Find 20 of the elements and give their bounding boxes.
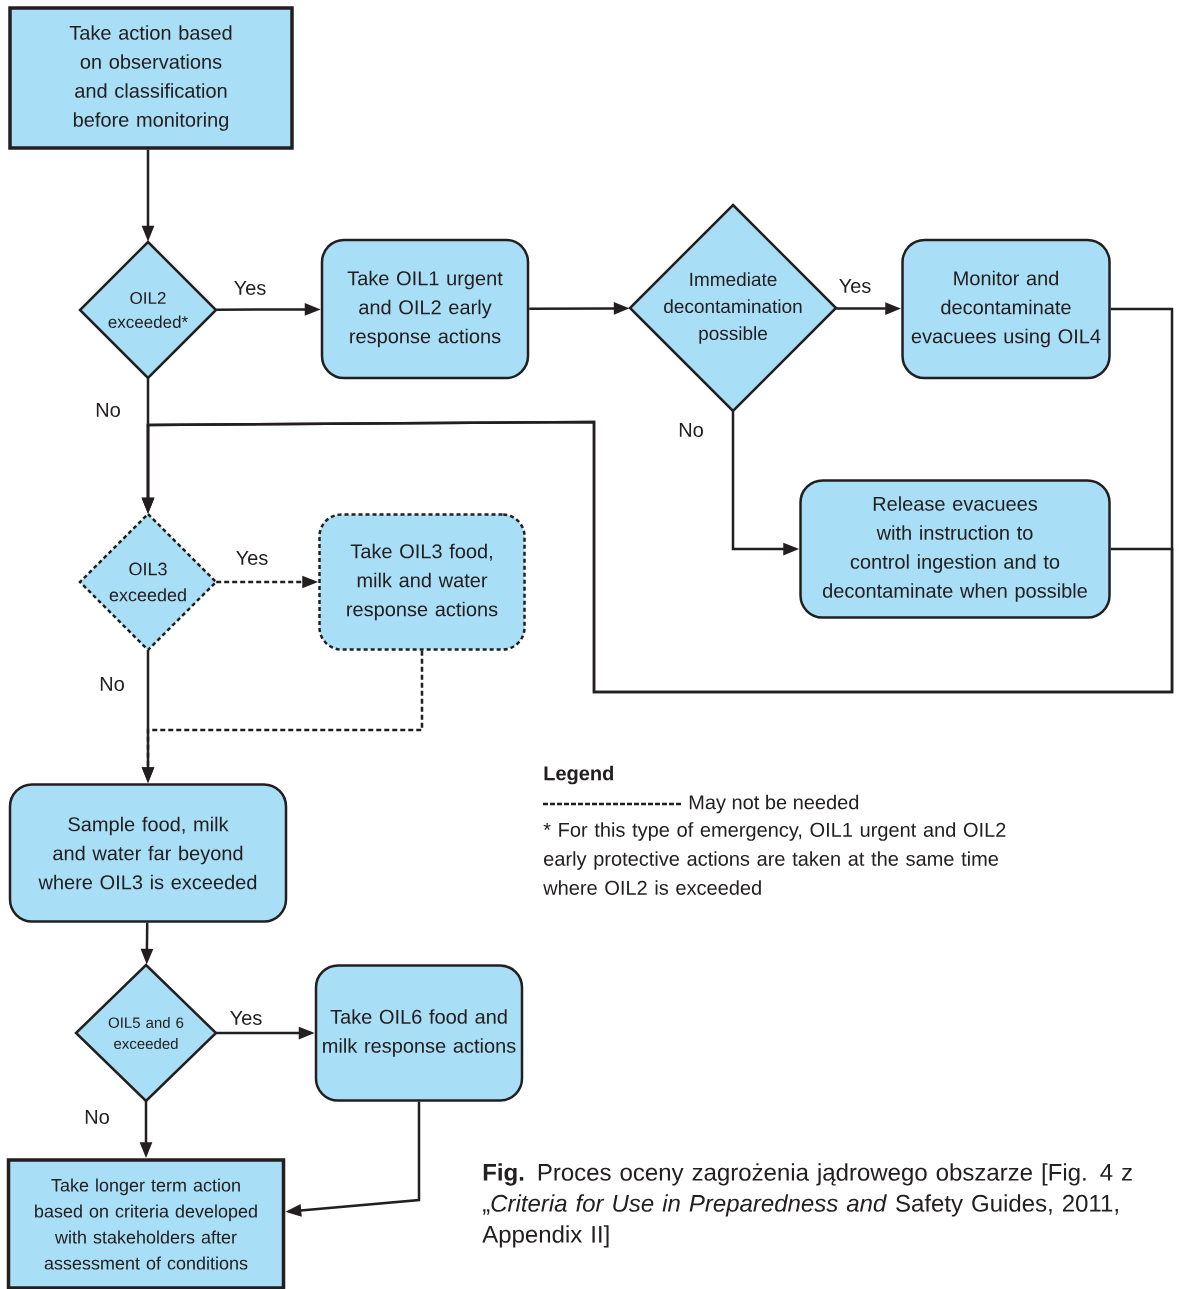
legend-text: May not be needed bbox=[689, 794, 859, 814]
process-box: Release evacuees with instruction to control ingestion and to decontaminate when possible bbox=[799, 479, 1111, 619]
edge-label: No bbox=[98, 676, 126, 692]
footnote: * For this type of emergency, OIL1 urgent and OIL2 early protective actions are taken at the same time where OIL2 is exceeded bbox=[543, 822, 1006, 895]
process-box: Take action based on observations and classification before monitoring bbox=[8, 6, 294, 150]
edge-label: No bbox=[83, 1109, 111, 1125]
process-box: Take OIL1 urgent and OIL2 early response actions bbox=[320, 238, 530, 380]
process-box: Monitor and decontaminate evacuees using OIL4 bbox=[901, 238, 1111, 380]
process-box: Take OIL3 food, milk and water response actions bbox=[318, 513, 526, 651]
process-box: Take longer term action based on criteria developed with stakeholders after assessment of conditions bbox=[6, 1158, 286, 1289]
edge-label: Yes bbox=[837, 278, 873, 294]
process-box: Take OIL6 food and milk response actions bbox=[314, 964, 524, 1102]
edge-label: Yes bbox=[228, 1010, 264, 1026]
edge-label: Yes bbox=[232, 280, 268, 296]
edge-label: No bbox=[94, 402, 122, 418]
process-box: Sample food, milk and water far beyond where OIL3 is exceeded bbox=[8, 783, 288, 923]
edge-label: No bbox=[677, 422, 705, 438]
legend-heading: Legend bbox=[544, 765, 613, 785]
edge-label: Yes bbox=[234, 550, 270, 566]
caption: Fig. Proces oceny zagrożenia jądrowego obszarze [Fig. 4 z „Criteria for Use in Preparedness and Safety Guides, 2011, Appendix II] bbox=[482, 1163, 1132, 1248]
